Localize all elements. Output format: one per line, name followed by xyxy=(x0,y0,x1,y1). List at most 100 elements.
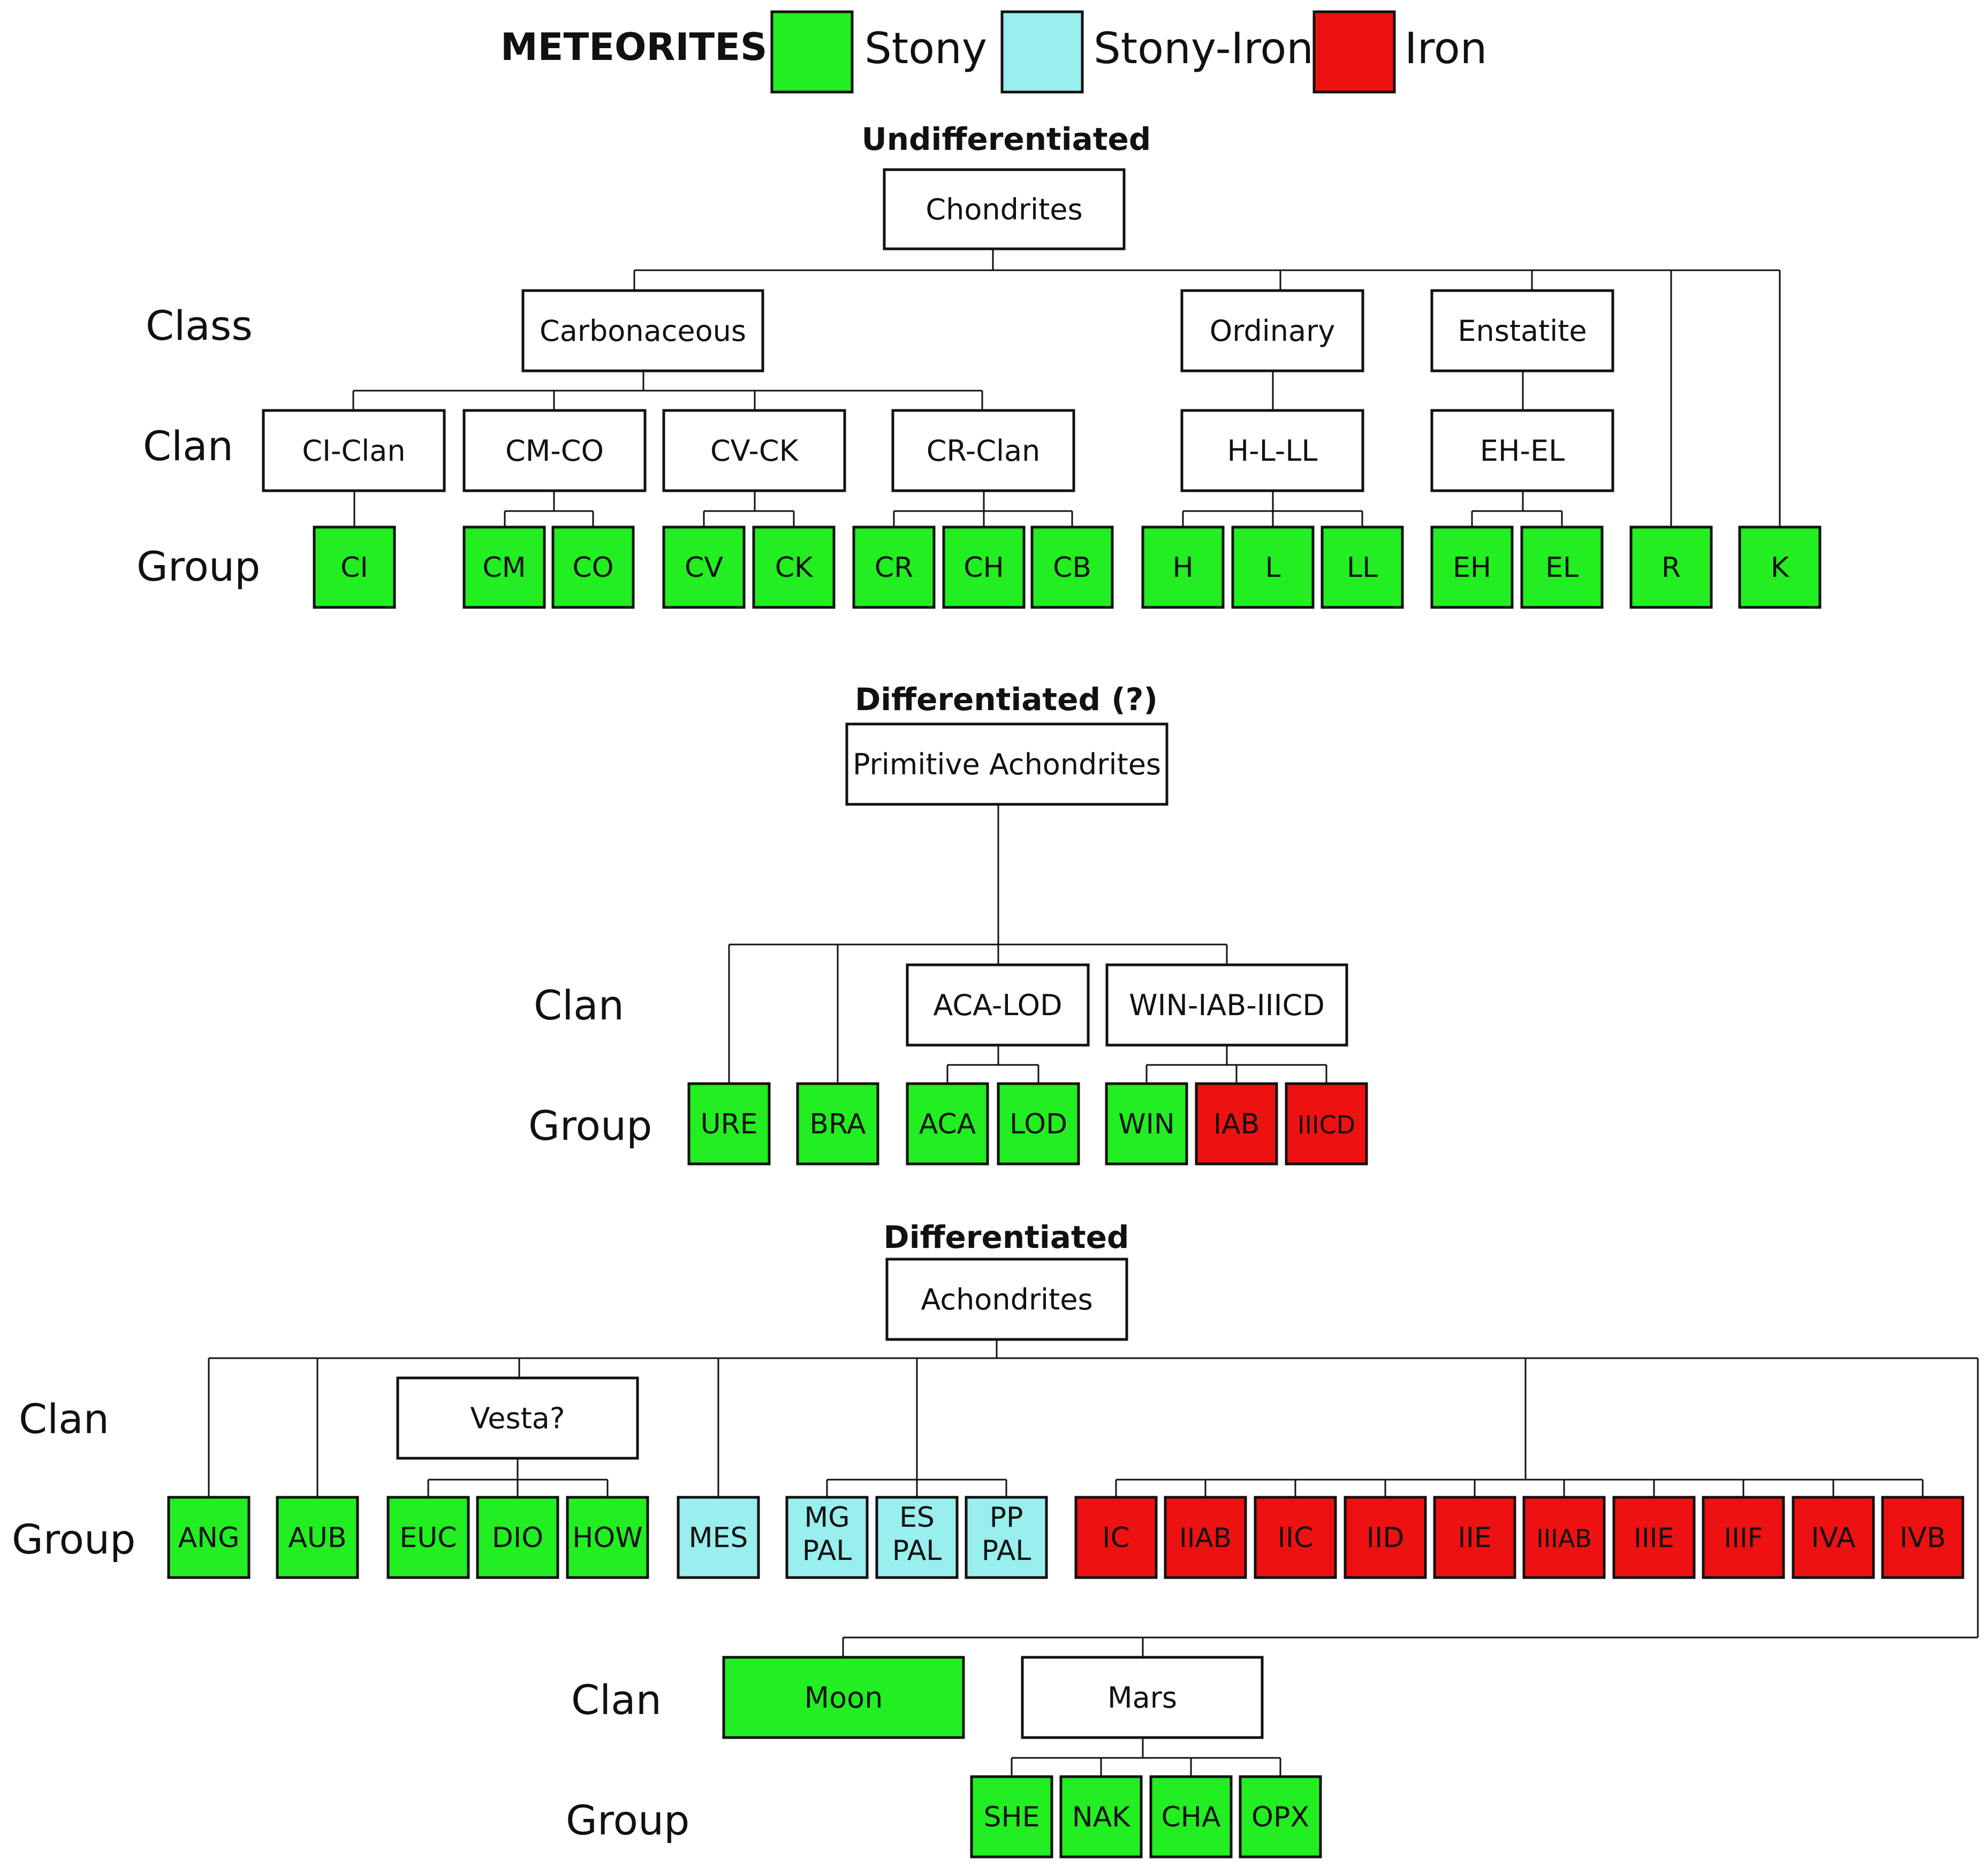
legend-swatch-stony-iron xyxy=(1000,10,1084,94)
node-box xyxy=(462,409,647,492)
group-box xyxy=(551,525,635,609)
group-label: IID xyxy=(1367,1522,1405,1554)
node-carbonaceous: Carbonaceous xyxy=(521,289,764,372)
node-mars: Mars xyxy=(1021,1656,1264,1739)
group-box xyxy=(997,1082,1080,1166)
group-ci: CI xyxy=(313,525,396,609)
group-label: IIIE xyxy=(1634,1522,1674,1553)
group-label: IAB xyxy=(1213,1108,1260,1140)
group-ch: CH xyxy=(942,525,1026,609)
group-label: PP xyxy=(990,1502,1023,1534)
row-label-clan: Clan xyxy=(19,1395,109,1443)
group-label: IC xyxy=(1102,1522,1130,1554)
legend-label-stony-iron: Stony-Iron xyxy=(1094,24,1314,73)
group-label: R xyxy=(1661,552,1681,584)
node-box xyxy=(722,1656,965,1739)
group-label: CB xyxy=(1053,552,1091,584)
group-box xyxy=(796,1082,879,1166)
group-iiie: IIIE xyxy=(1612,1496,1696,1579)
node-ci-clan: CI-Clan xyxy=(262,409,446,492)
node-chondrites: Chondrites xyxy=(883,168,1126,250)
group-cha: CHA xyxy=(1149,1775,1233,1859)
node-label: Chondrites xyxy=(925,193,1082,226)
group-iic: IIC xyxy=(1254,1496,1337,1579)
node-label: H-L-LL xyxy=(1227,434,1318,468)
node-label: Carbonaceous xyxy=(540,314,746,348)
group-box xyxy=(1239,1775,1322,1859)
group-co: CO xyxy=(551,525,635,609)
group-label: AUB xyxy=(288,1522,346,1554)
node-enstatite: Enstatite xyxy=(1430,289,1614,372)
group-label: CO xyxy=(572,552,613,584)
group-iiab: IIAB xyxy=(1164,1496,1247,1579)
section-title-differentiated: Differentiated xyxy=(884,1219,1129,1255)
legend-label-stony: Stony xyxy=(864,24,987,73)
row-label-group: Group xyxy=(12,1515,135,1563)
group-box xyxy=(687,1082,771,1166)
node-label: Achondrites xyxy=(921,1283,1092,1316)
group-cr: CR xyxy=(852,525,936,609)
group-box xyxy=(1254,1496,1337,1579)
group-label: IVB xyxy=(1900,1522,1946,1554)
group-label: ACA xyxy=(919,1108,976,1140)
group-label: LL xyxy=(1347,552,1378,584)
group-ure: URE xyxy=(687,1082,771,1166)
group-ivb: IVB xyxy=(1881,1496,1964,1579)
group-k: K xyxy=(1738,525,1822,609)
group-she: SHE xyxy=(970,1775,1053,1859)
node-label: CM-CO xyxy=(505,434,604,468)
node-win-iab-iiicd: WIN-IAB-IIICD xyxy=(1105,963,1348,1047)
group-label: LOD xyxy=(1010,1108,1067,1140)
node-label: CV-CK xyxy=(710,434,799,468)
group-label: CK xyxy=(775,552,814,584)
node-label: CI-Clan xyxy=(302,434,405,468)
node-cr-clan: CR-Clan xyxy=(891,409,1075,492)
group-label: IIIAB xyxy=(1536,1524,1592,1553)
node-label: Enstatite xyxy=(1458,314,1587,348)
group-label: DIO xyxy=(492,1522,543,1554)
group-label: PAL xyxy=(892,1535,942,1567)
node-box xyxy=(1105,963,1348,1047)
group-box xyxy=(1074,1496,1158,1579)
group-cm: CM xyxy=(462,525,546,609)
group-box xyxy=(313,525,396,609)
legend-swatch-iron xyxy=(1312,10,1396,94)
group-label: L xyxy=(1265,552,1281,584)
group-el: EL xyxy=(1520,525,1604,609)
group-box xyxy=(1612,1496,1696,1579)
node-label: ACA-LOD xyxy=(933,988,1062,1022)
group-label: WIN xyxy=(1118,1108,1175,1140)
group-label: OPX xyxy=(1251,1801,1309,1833)
group-box xyxy=(1164,1496,1247,1579)
group-h: H xyxy=(1141,525,1225,609)
node-vesta: Vesta? xyxy=(396,1376,639,1460)
group-box xyxy=(965,1496,1048,1579)
group-label: MES xyxy=(689,1522,748,1554)
group-box xyxy=(785,1496,869,1579)
group-box xyxy=(1522,1496,1606,1579)
group-label: CV xyxy=(685,552,723,584)
group-box xyxy=(1344,1496,1427,1579)
node-box xyxy=(1021,1656,1264,1739)
group-label: CI xyxy=(340,552,368,584)
group-box xyxy=(752,525,836,609)
group-label: IIAB xyxy=(1179,1522,1232,1553)
group-label: PAL xyxy=(802,1535,852,1567)
group-label: ES xyxy=(899,1502,935,1534)
group-lod: LOD xyxy=(997,1082,1080,1166)
group-box xyxy=(1231,525,1315,609)
group-box xyxy=(386,1496,470,1579)
group-box xyxy=(1629,525,1713,609)
group-label: SHE xyxy=(984,1801,1040,1833)
node-label: Primitive Achondrites xyxy=(853,748,1161,781)
group-dio: DIO xyxy=(476,1496,559,1579)
node-box xyxy=(1430,409,1614,492)
node-aca-lod: ACA-LOD xyxy=(906,963,1090,1047)
group-box xyxy=(1433,1496,1516,1579)
group-label: URE xyxy=(700,1108,757,1140)
group-label: BRA xyxy=(809,1108,866,1140)
node-box xyxy=(521,289,764,372)
group-iiicd: IIICD xyxy=(1285,1082,1368,1166)
